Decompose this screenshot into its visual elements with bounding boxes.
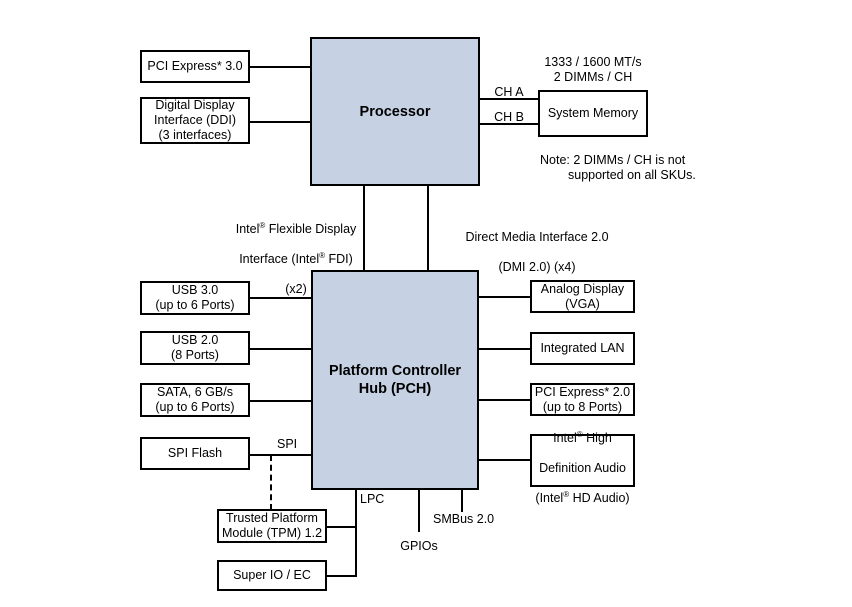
memory-footnote-line2: supported on all SKUs. xyxy=(568,168,696,182)
memory-footnote-line1: Note: 2 DIMMs / CH is not xyxy=(540,153,686,167)
connector-pcie20-pch xyxy=(479,399,530,401)
connector-lpc-superio xyxy=(327,575,357,577)
system-memory-box[interactable]: System Memory xyxy=(538,90,648,137)
fdi-line1: Intel® Flexible Display xyxy=(235,220,357,236)
super-io-box[interactable]: Super IO / EC xyxy=(217,560,327,591)
processor-block[interactable]: Processor xyxy=(310,37,480,186)
connector-lpc-tpm xyxy=(327,526,357,528)
channel-b-label: CH B xyxy=(494,110,524,124)
hdaudio-line1: Intel® High xyxy=(553,429,612,445)
gpios-label: GPIOs xyxy=(400,539,438,553)
spi-label: SPI xyxy=(277,437,298,451)
usb20-box[interactable]: USB 2.0 (8 Ports) xyxy=(140,331,250,365)
connector-dmi xyxy=(427,186,429,270)
registered-mark-icon: ® xyxy=(259,220,266,230)
connector-analogdisplay-pch xyxy=(479,296,530,298)
registered-mark-icon: ® xyxy=(319,250,326,260)
channel-a-label: CH A xyxy=(494,85,524,99)
dmi-line2: (DMI 2.0) (x4) xyxy=(498,260,576,274)
connector-usb20-pch xyxy=(250,348,311,350)
fdi-line3: (x2) xyxy=(285,282,307,296)
pch-block[interactable]: Platform Controller Hub (PCH) xyxy=(311,270,479,490)
hdaudio-line2: Definition Audio xyxy=(539,460,626,475)
fdi-label: Intel® Flexible Display Interface (Intel… xyxy=(232,207,360,297)
dmi-line1: Direct Media Interface 2.0 xyxy=(465,230,609,244)
pci-express-30-box[interactable]: PCI Express* 3.0 xyxy=(140,50,250,83)
dmi-label: Direct Media Interface 2.0 (DMI 2.0) (x4… xyxy=(432,215,642,275)
connector-lan-pch xyxy=(479,348,530,350)
connector-lpc-trunk xyxy=(355,490,357,576)
smbus-label: SMBus 2.0 xyxy=(433,512,495,526)
lpc-label: LPC xyxy=(360,492,385,506)
usb30-box[interactable]: USB 3.0 (up to 6 Ports) xyxy=(140,281,250,315)
fdi-line2: Interface (Intel® FDI) xyxy=(239,250,353,266)
integrated-lan-box[interactable]: Integrated LAN xyxy=(530,332,635,365)
memory-speed-note: 1333 / 1600 MT/s 2 DIMMs / CH xyxy=(544,55,642,84)
connector-spi-tpm-dashed xyxy=(270,455,272,510)
connector-hdaudio-pch xyxy=(479,459,530,461)
analog-display-box[interactable]: Analog Display (VGA) xyxy=(530,280,635,313)
hdaudio-line3: (Intel® HD Audio) xyxy=(535,489,630,505)
spi-flash-box[interactable]: SPI Flash xyxy=(140,437,250,470)
connector-pcie30-processor xyxy=(250,66,310,68)
registered-mark-icon: ® xyxy=(576,429,583,439)
connector-ddi-processor xyxy=(250,121,310,123)
connector-sata-pch xyxy=(250,400,311,402)
tpm-box[interactable]: Trusted Platform Module (TPM) 1.2 xyxy=(217,509,327,543)
connector-fdi xyxy=(363,186,365,270)
connector-channel-a xyxy=(480,98,538,100)
registered-mark-icon: ® xyxy=(563,489,570,499)
connector-smbus xyxy=(461,490,463,512)
digital-display-interface-box[interactable]: Digital Display Interface (DDI) (3 inter… xyxy=(140,97,250,144)
connector-gpios xyxy=(418,490,420,532)
connector-usb30-pch xyxy=(250,297,311,299)
sata-box[interactable]: SATA, 6 GB/s (up to 6 Ports) xyxy=(140,383,250,417)
connector-spiflash-pch xyxy=(250,454,311,456)
pcie20-box[interactable]: PCI Express* 2.0 (up to 8 Ports) xyxy=(530,383,635,416)
connector-channel-b xyxy=(480,123,538,125)
hd-audio-box[interactable]: Intel® High Definition Audio (Intel® HD … xyxy=(530,429,635,505)
